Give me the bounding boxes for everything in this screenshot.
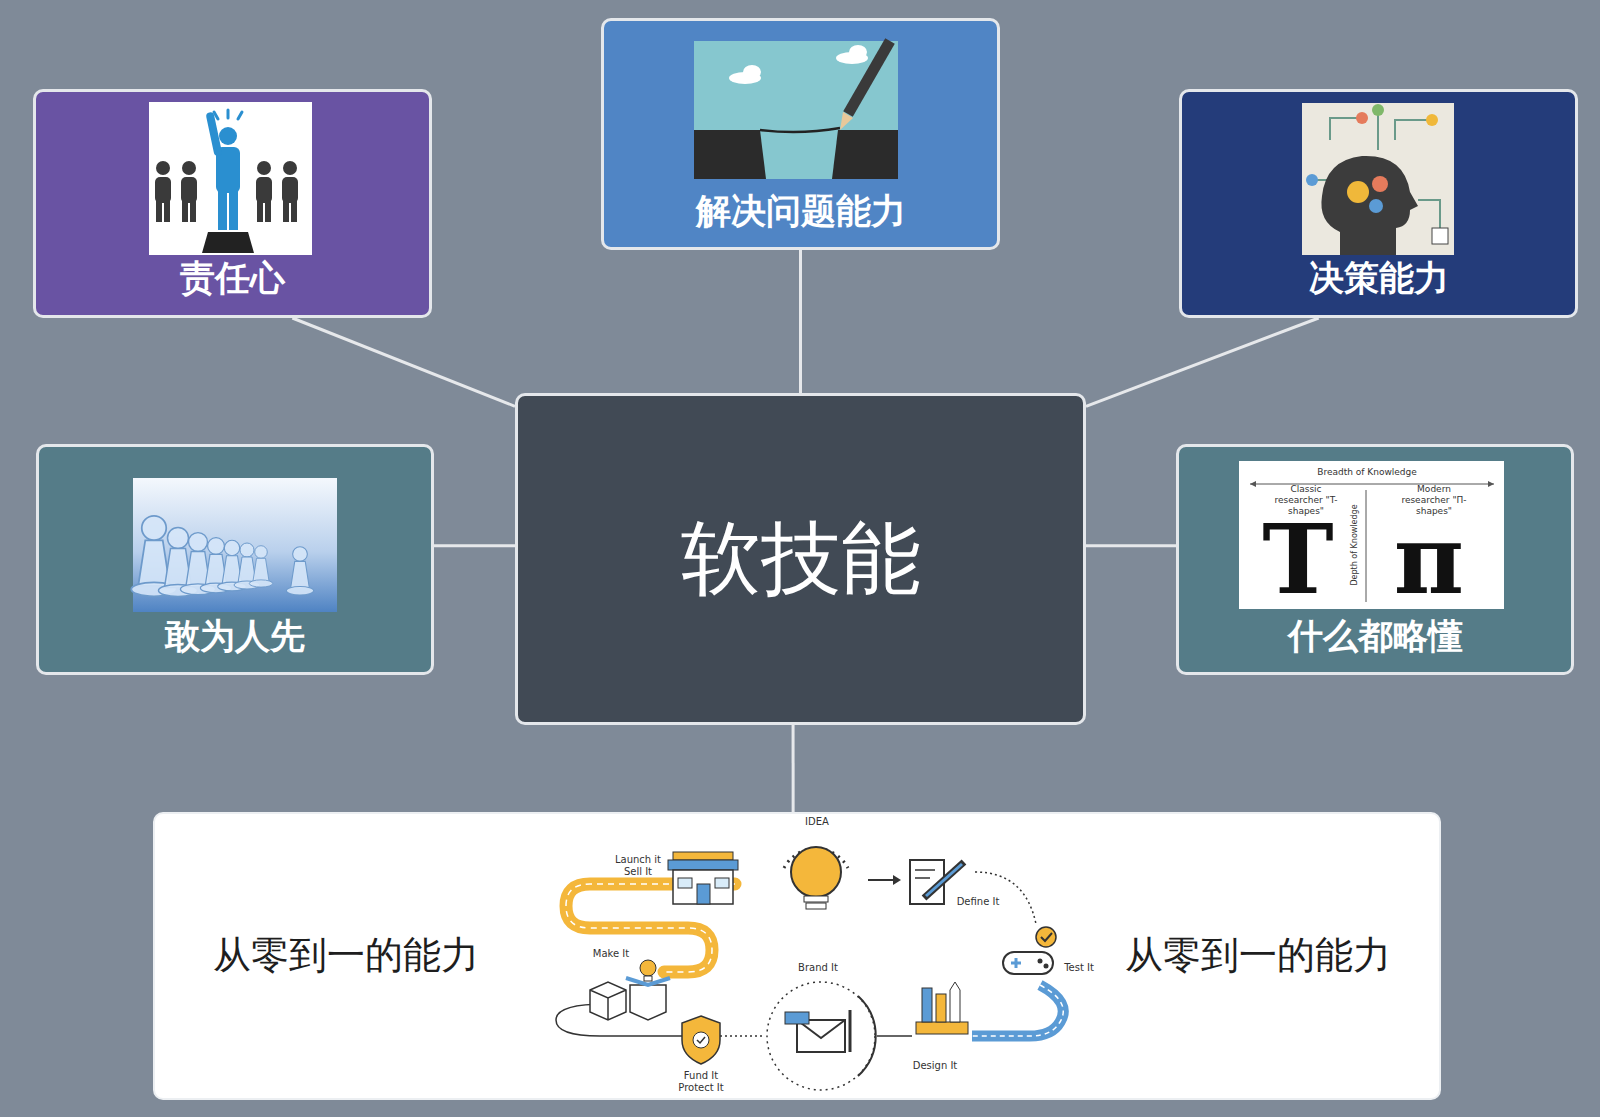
- chess-picture: [131, 478, 337, 612]
- illustration-label: Breadth of Knowledge: [1297, 467, 1437, 478]
- t-shape-picture: [1239, 461, 1504, 609]
- skill-title: 责任心: [180, 258, 285, 298]
- central-title: 软技能: [681, 513, 921, 605]
- skill-box: 责任心: [33, 89, 432, 318]
- illustration-label: Design It: [905, 1060, 965, 1072]
- illustration-label: Define It: [948, 896, 1008, 908]
- illustration-label: T: [1253, 512, 1343, 608]
- connector-line: [1086, 544, 1176, 547]
- illustration-label: Fund It Protect It: [675, 1070, 727, 1094]
- connector-line: [292, 318, 515, 406]
- connector-line: [1086, 318, 1319, 406]
- skill-box: 决策能力: [1179, 89, 1578, 318]
- illustration-label: Test It: [1054, 962, 1104, 974]
- product-journey-illustration: [556, 847, 1063, 1090]
- illustration-label: Launch it Sell It: [612, 854, 664, 878]
- connector-line: [434, 544, 515, 547]
- zero-to-one-panel: 从零到一的能力 从零到一的能力: [153, 812, 1441, 1100]
- illustration-label: π: [1384, 512, 1474, 608]
- skill-title: 决策能力: [1309, 258, 1449, 298]
- illustration-label: IDEA: [792, 816, 842, 828]
- illustration-label: Classic researcher "T-shapes": [1265, 484, 1347, 516]
- skill-title: 从零到一的能力: [1125, 934, 1391, 978]
- skill-box: 什么都略懂: [1176, 444, 1574, 675]
- connector-line: [799, 250, 802, 393]
- illustration-label: Modern researcher "Π-shapes": [1393, 484, 1475, 516]
- illustration-label: Depth of Knowledge: [1350, 490, 1360, 600]
- skill-title: 解决问题能力: [696, 191, 906, 231]
- central-topic-box: 软技能: [515, 393, 1086, 725]
- skill-box: 解决问题能力: [601, 18, 1000, 250]
- skill-title: 从零到一的能力: [213, 934, 479, 978]
- leader-picture: [149, 102, 312, 255]
- illustration-label: Brand It: [788, 962, 848, 974]
- brain-picture: [1302, 103, 1454, 255]
- bridge-picture: [694, 41, 898, 179]
- illustration-label: Make It: [581, 948, 641, 960]
- skill-box: 敢为人先: [36, 444, 434, 675]
- skill-title: 什么都略懂: [1288, 616, 1463, 656]
- connector-line: [792, 725, 795, 812]
- skill-title: 敢为人先: [165, 616, 305, 656]
